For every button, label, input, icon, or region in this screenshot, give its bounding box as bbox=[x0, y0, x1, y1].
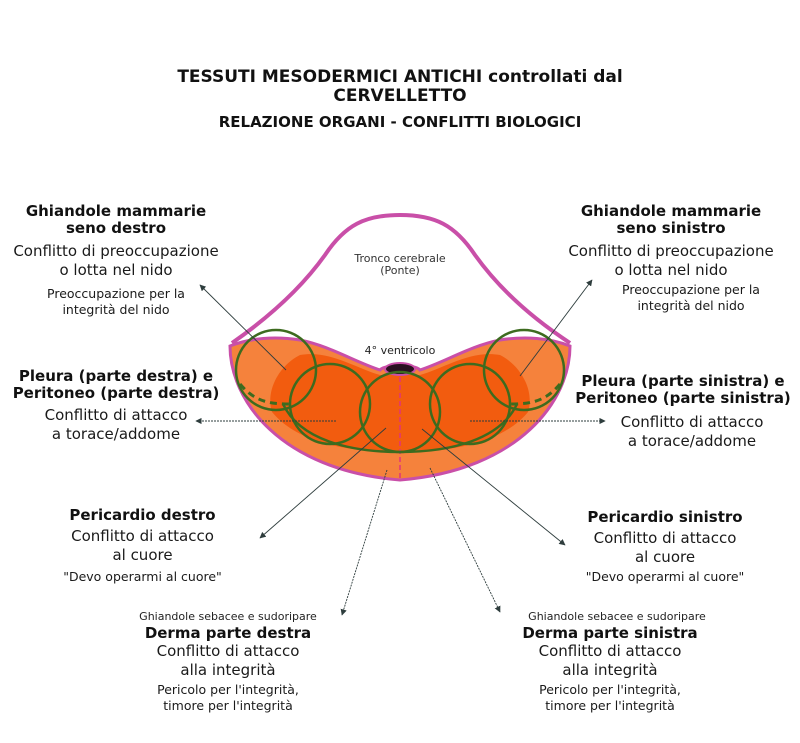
brainstem-label: Tronco cerebrale (Ponte) bbox=[330, 253, 470, 277]
mammary-left-note-1: Preoccupazione per la bbox=[622, 282, 760, 297]
mammary-right-note-1: Preoccupazione per la bbox=[47, 286, 185, 301]
dermis-right-conflict-1: Conflitto di attacco bbox=[156, 642, 300, 660]
pericardium-left-note: "Devo operarmi al cuore" bbox=[585, 569, 745, 584]
annotation-pleura-right: Pleura (parte destra) e Peritoneo (parte… bbox=[0, 368, 232, 444]
dermis-left-note-1: Pericolo per l'integrità, bbox=[539, 682, 681, 697]
arrow-dermis-left bbox=[429, 467, 501, 613]
brainstem-label-line-1: Tronco cerebrale bbox=[354, 252, 446, 265]
pericardium-left-heading: Pericardio sinistro bbox=[587, 508, 743, 526]
dermis-right-note-2: timore per l'integrità bbox=[163, 698, 293, 713]
arrow-pericardium-left bbox=[421, 428, 566, 546]
pleura-left-conflict-2: a torace/addome bbox=[627, 432, 757, 450]
circle-pleura-left bbox=[428, 362, 512, 446]
mammary-left-heading-2: seno sinistro bbox=[616, 219, 726, 237]
pericardium-right-heading: Pericardio destro bbox=[69, 506, 216, 524]
mammary-right-conflict-2: o lotta nel nido bbox=[59, 261, 173, 279]
dermis-left-note-2: timore per l'integrità bbox=[545, 698, 675, 713]
dermis-left-glands: Ghiandole sebacee e sudoripare bbox=[528, 610, 706, 623]
mammary-left-note-2: integrità del nido bbox=[637, 298, 745, 313]
mammary-right-note-2: integrità del nido bbox=[62, 302, 170, 317]
dermis-right-conflict-2: alla integrità bbox=[180, 661, 276, 679]
dermis-left-heading: Derma parte sinistra bbox=[522, 624, 698, 642]
title-line-2: CERVELLETTO bbox=[333, 86, 467, 106]
pleura-left-heading-1: Pleura (parte sinistra) e bbox=[581, 372, 785, 390]
arrow-dermis-right bbox=[340, 469, 388, 616]
dermis-band bbox=[281, 403, 519, 454]
mammary-left-conflict-1: Conflitto di preoccupazione bbox=[568, 242, 774, 260]
circle-mammary-right bbox=[234, 328, 318, 412]
dermis-left-conflict-1: Conflitto di attacco bbox=[538, 642, 682, 660]
pericardium-right-conflict-2: al cuore bbox=[112, 546, 173, 564]
pericardium-left-conflict-1: Conflitto di attacco bbox=[593, 529, 737, 547]
pleura-right-conflict-2: a torace/addome bbox=[51, 425, 181, 443]
page-title: TESSUTI MESODERMICI ANTICHI controllati … bbox=[0, 68, 800, 106]
pericardium-right-conflict-1: Conflitto di attacco bbox=[71, 527, 214, 545]
brainstem-label-line-2: (Ponte) bbox=[380, 264, 420, 277]
pleura-left-conflict-1: Conflitto di attacco bbox=[620, 413, 764, 431]
dermis-right-glands: Ghiandole sebacee e sudoripare bbox=[139, 610, 317, 623]
pleura-right-conflict-1: Conflitto di attacco bbox=[44, 406, 188, 424]
dermis-left-conflict-2: alla integrità bbox=[562, 661, 658, 679]
annotation-pericardium-right: Pericardio destro Conflitto di attacco a… bbox=[40, 507, 245, 585]
mammary-right-heading-2: seno destro bbox=[65, 219, 167, 237]
arrow-mammary-left bbox=[519, 279, 593, 377]
annotation-mammary-left: Ghiandole mammarie seno sinistro Conflit… bbox=[540, 203, 800, 314]
pericardium-left-conflict-2: al cuore bbox=[634, 548, 696, 566]
ventricle-label: 4° ventricolo bbox=[364, 344, 436, 357]
page-subtitle: RELAZIONE ORGANI - CONFLITTI BIOLOGICI bbox=[218, 113, 582, 131]
mammary-left-heading-1: Ghiandole mammarie bbox=[580, 202, 762, 220]
circle-pleura-right bbox=[288, 362, 372, 446]
annotation-mammary-right: Ghiandole mammarie seno destro Conflitto… bbox=[0, 203, 232, 318]
brainstem-outline bbox=[230, 212, 572, 345]
circle-mammary-left bbox=[482, 328, 566, 412]
mammary-right-heading-1: Ghiandole mammarie bbox=[25, 202, 207, 220]
title-line-1: TESSUTI MESODERMICI ANTICHI controllati … bbox=[177, 67, 623, 87]
arrow-pericardium-right bbox=[259, 427, 387, 539]
pericardium-right-note: "Devo operarmi al cuore" bbox=[63, 569, 222, 584]
mammary-left-conflict-2: o lotta nel nido bbox=[614, 261, 728, 279]
pleura-right-heading-2: Peritoneo (parte destra) bbox=[12, 384, 220, 402]
dermis-right-note-1: Pericolo per l'integrità, bbox=[157, 682, 299, 697]
mammary-right-conflict-1: Conflitto di preoccupazione bbox=[13, 242, 219, 260]
pleura-right-heading-1: Pleura (parte destra) e bbox=[18, 367, 214, 385]
pleura-left-heading-2: Peritoneo (parte sinistra) bbox=[575, 389, 791, 407]
arrow-mammary-right bbox=[199, 284, 287, 371]
annotation-dermis-right: Ghiandole sebacee e sudoripare Derma par… bbox=[118, 610, 338, 714]
annotation-pericardium-left: Pericardio sinistro Conflitto di attacco… bbox=[560, 509, 770, 585]
annotation-pleura-left: Pleura (parte sinistra) e Peritoneo (par… bbox=[565, 373, 800, 451]
annotation-dermis-left: Ghiandole sebacee e sudoripare Derma par… bbox=[500, 610, 720, 714]
dermis-right-heading: Derma parte destra bbox=[144, 624, 312, 642]
